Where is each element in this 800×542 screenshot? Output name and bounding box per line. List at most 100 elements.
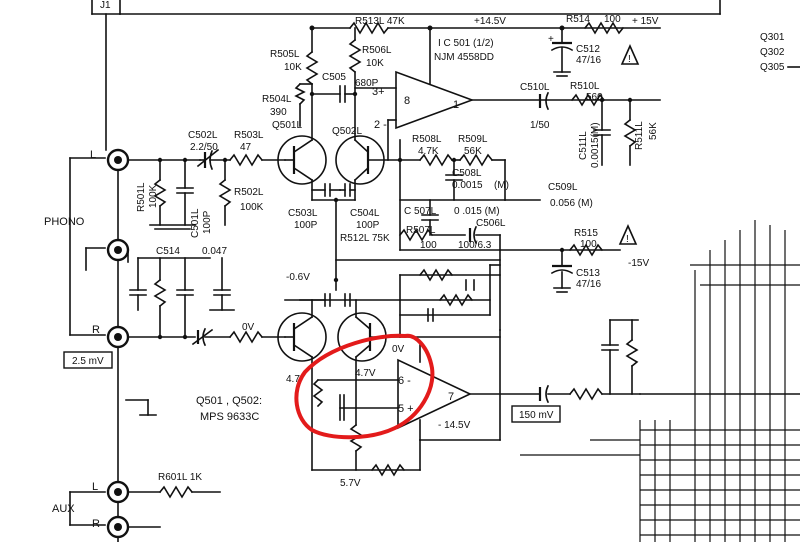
c512-value: 47/16 bbox=[576, 55, 601, 66]
c502l-label: C502L bbox=[188, 130, 218, 141]
r511l-value: 56K bbox=[648, 122, 659, 140]
v-0v-right-label: 0V bbox=[392, 344, 405, 355]
feedback-network: R508L 4.7K R509L 56K C508L 0.0015 (M) C5… bbox=[397, 134, 621, 251]
r507l-label: R507L bbox=[406, 225, 436, 236]
v-neg15-label: -15V bbox=[628, 258, 649, 269]
svg-text:+: + bbox=[548, 34, 554, 45]
r501l-label: R501L bbox=[136, 182, 147, 212]
c510l-value: 1/50 bbox=[530, 120, 550, 131]
v-0v-left-label: 0V bbox=[242, 322, 255, 333]
c508l-value: 0.0015 bbox=[452, 180, 483, 191]
collector-resistors: R505L 10K R506L 10K C505 680P R504L 390 … bbox=[262, 27, 392, 141]
c501l-label: C501L bbox=[190, 208, 201, 238]
r506l-label: R506L bbox=[362, 45, 392, 56]
q305-label: Q305 bbox=[760, 62, 785, 73]
c0047-label: 0.047 bbox=[202, 246, 227, 257]
c511l-label: C511L bbox=[578, 131, 589, 160]
level-badge-2-5mv bbox=[63, 351, 113, 369]
q-part-label: MPS 9633C bbox=[200, 411, 259, 423]
ic501-opamp: 3+ 8 1 2 - I C 501 (1/2) NJM 4558DD C510… bbox=[354, 27, 661, 168]
phono-label: PHONO bbox=[44, 216, 85, 228]
phono-r-label: R bbox=[92, 324, 100, 336]
opamp-pin6: 6 - bbox=[398, 375, 411, 387]
v-neg06-label: -0.6V bbox=[286, 272, 310, 283]
aux-l-label: L bbox=[92, 481, 98, 493]
r502l-label: R502L bbox=[234, 187, 264, 198]
q302-label: Q302 bbox=[760, 47, 785, 58]
c506l-label: C506L bbox=[476, 218, 506, 229]
r501l-value: 100K bbox=[148, 184, 159, 208]
top-edge: J1 bbox=[91, 0, 721, 151]
level-badge-150mv bbox=[511, 405, 561, 423]
ic501-label: I C 501 (1/2) bbox=[438, 38, 494, 49]
r507l-value: 100 bbox=[420, 240, 437, 251]
q502l-label: Q502L bbox=[332, 126, 362, 137]
r514-label: R514 bbox=[566, 14, 590, 25]
r510l-value: 560 bbox=[586, 92, 603, 103]
r502l-value: 100K bbox=[240, 202, 264, 213]
c504l-value: 100P bbox=[356, 220, 380, 231]
r508l-value: 4.7K bbox=[418, 146, 439, 157]
r513l-label: R513L 47K bbox=[355, 16, 405, 27]
q501l-label: Q501L bbox=[272, 120, 302, 131]
aux-inputs: L R601L 1K AUX R bbox=[52, 472, 221, 539]
r511l-label: R511L bbox=[634, 121, 645, 150]
bus-grid bbox=[520, 220, 800, 542]
c514-label: C514 bbox=[156, 246, 180, 257]
r504l-value: 390 bbox=[270, 107, 287, 118]
phono-right-input: R 2.5 mV C514 0.047 bbox=[63, 238, 286, 542]
v-neg145-label: - 14.5V bbox=[438, 420, 471, 431]
m1-label: (M) bbox=[494, 180, 509, 191]
c502l-value: 2.2/50 bbox=[190, 142, 218, 153]
c510l-label: C510L bbox=[520, 82, 550, 93]
svg-text:!: ! bbox=[628, 54, 631, 65]
r503l-value: 47 bbox=[240, 142, 252, 153]
phono-left-input: L PHONO R501L 100K C501L 100P C502L 2.2/… bbox=[44, 130, 286, 336]
v-pos15-label: + 15V bbox=[632, 16, 659, 27]
negative-supply: R515 100 -15V ! C513 47/16 bbox=[550, 224, 649, 293]
c505-value: 680P bbox=[355, 78, 379, 89]
r512l-label: R512L 75K bbox=[340, 233, 390, 244]
c507l-value: 0 .015 (M) bbox=[454, 206, 500, 217]
c513-label: C513 bbox=[576, 268, 600, 279]
q301-label: Q301 bbox=[760, 32, 785, 43]
r510l-label: R510L bbox=[570, 81, 600, 92]
c508l-label: C508L bbox=[452, 168, 482, 179]
r601l-label: R601L 1K bbox=[158, 472, 202, 483]
svg-text:!: ! bbox=[626, 234, 629, 245]
phono-l-label: L bbox=[90, 149, 96, 161]
c509l-label: C509L bbox=[548, 182, 578, 193]
r506l-value: 10K bbox=[366, 58, 384, 69]
q-pair-label: Q501 , Q502: bbox=[196, 395, 262, 407]
ic501-part: NJM 4558DD bbox=[434, 52, 494, 63]
opamp-pin5: 5 + bbox=[398, 403, 414, 415]
positive-supply: R513L 47K +14.5V R514 100 + 15V + C512 4… bbox=[309, 14, 800, 77]
c511l-value: 0.0015(M) bbox=[590, 122, 601, 168]
c512-label: C512 bbox=[576, 44, 600, 55]
c504l-label: C504L bbox=[350, 208, 380, 219]
c503l-value: 100P bbox=[294, 220, 318, 231]
r503l-label: R503L bbox=[234, 130, 264, 141]
r509l-value: 56K bbox=[464, 146, 482, 157]
c513-value: 47/16 bbox=[576, 279, 601, 290]
c503l-label: C503L bbox=[288, 208, 318, 219]
c509l-value: 0.056 (M) bbox=[550, 198, 593, 209]
ic501-pin1: 1 bbox=[453, 99, 459, 111]
ic501-pin2: 2 - bbox=[374, 119, 387, 131]
r505l-label: R505L bbox=[270, 49, 300, 60]
v-47-left-label: 4.7 bbox=[286, 374, 300, 385]
v-57-label: 5.7V bbox=[340, 478, 361, 489]
q501l-q502l-pair: C503L 100P C504L 100P R512L 75K bbox=[277, 135, 401, 291]
r504l-label: R504L bbox=[262, 94, 292, 105]
mv-150-label: 150 mV bbox=[519, 410, 554, 421]
r508l-label: R508L bbox=[412, 134, 442, 145]
highlight-annotation bbox=[294, 333, 435, 440]
c507l-label: C 507L bbox=[404, 206, 437, 217]
opamp-pin7: 7 bbox=[448, 391, 454, 403]
r505l-value: 10K bbox=[284, 62, 302, 73]
c506l-value: 100/6.3 bbox=[458, 240, 492, 251]
v-47-top-label: 4.7V bbox=[355, 368, 376, 379]
ic501-pin8: 8 bbox=[404, 95, 410, 107]
j1-label: J1 bbox=[100, 0, 111, 11]
